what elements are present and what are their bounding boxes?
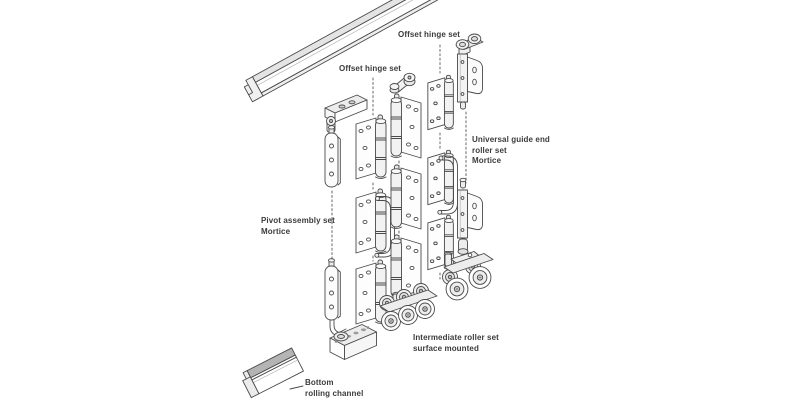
roller-wheel-icon [381, 311, 401, 331]
pivot-plate-bottom-icon [324, 258, 341, 321]
top-guide-icon [456, 34, 483, 109]
label-offset-hinge-set-top: Offset hinge set [398, 30, 461, 39]
offset-hinge-set-left-column [355, 114, 395, 325]
top-rolling-track [242, 0, 449, 102]
label-offset-hinge-set-mid: Offset hinge set [339, 64, 402, 73]
end-roller-carriage-icon [442, 252, 494, 301]
bottom-channel-leader-line [290, 386, 303, 389]
intermediate-roller-set-icon [379, 283, 438, 331]
alignment-dashed-lines [332, 45, 466, 279]
hinge-icon [355, 259, 387, 325]
offset-hinge-set-right-column [379, 73, 438, 331]
label-universal-guide-roller: Universal guide end roller set Mortice [472, 135, 550, 165]
roller-wheel-icon [398, 305, 418, 325]
guide-channel-icon [457, 189, 483, 239]
universal-guide-end-roller-set [442, 34, 494, 301]
door-pull-handle-icon [438, 156, 458, 214]
hinge-icon [427, 74, 454, 131]
label-intermediate-roller: Intermediate roller set surface mounted [413, 333, 499, 353]
hinge-icon [355, 188, 387, 254]
channel-end-profile [240, 371, 259, 398]
middle-guide-icon [457, 178, 483, 254]
guide-channel-icon [457, 53, 483, 103]
roller-wheel-icon [415, 299, 435, 319]
label-bottom-channel: Bottom rolling channel [305, 378, 364, 398]
pivot-plate-top-icon [324, 125, 341, 188]
roller-wheel-icon [445, 277, 469, 301]
floor-pivot-block-icon [330, 325, 377, 360]
pivot-assembly-set [324, 95, 377, 360]
hinge-icon [355, 114, 387, 180]
hinge-icon [390, 164, 422, 230]
offset-hinge-set-top-column [427, 74, 458, 271]
hinge-icon [390, 93, 422, 159]
label-pivot-assembly: Pivot assembly set Mortice [261, 216, 335, 236]
offset-arm-icon [390, 73, 415, 93]
pivot-foot-icon [330, 320, 348, 341]
roller-wheel-icon [468, 266, 492, 289]
pivot-arm-icon [325, 95, 367, 132]
bottom-rolling-channel [240, 348, 304, 398]
